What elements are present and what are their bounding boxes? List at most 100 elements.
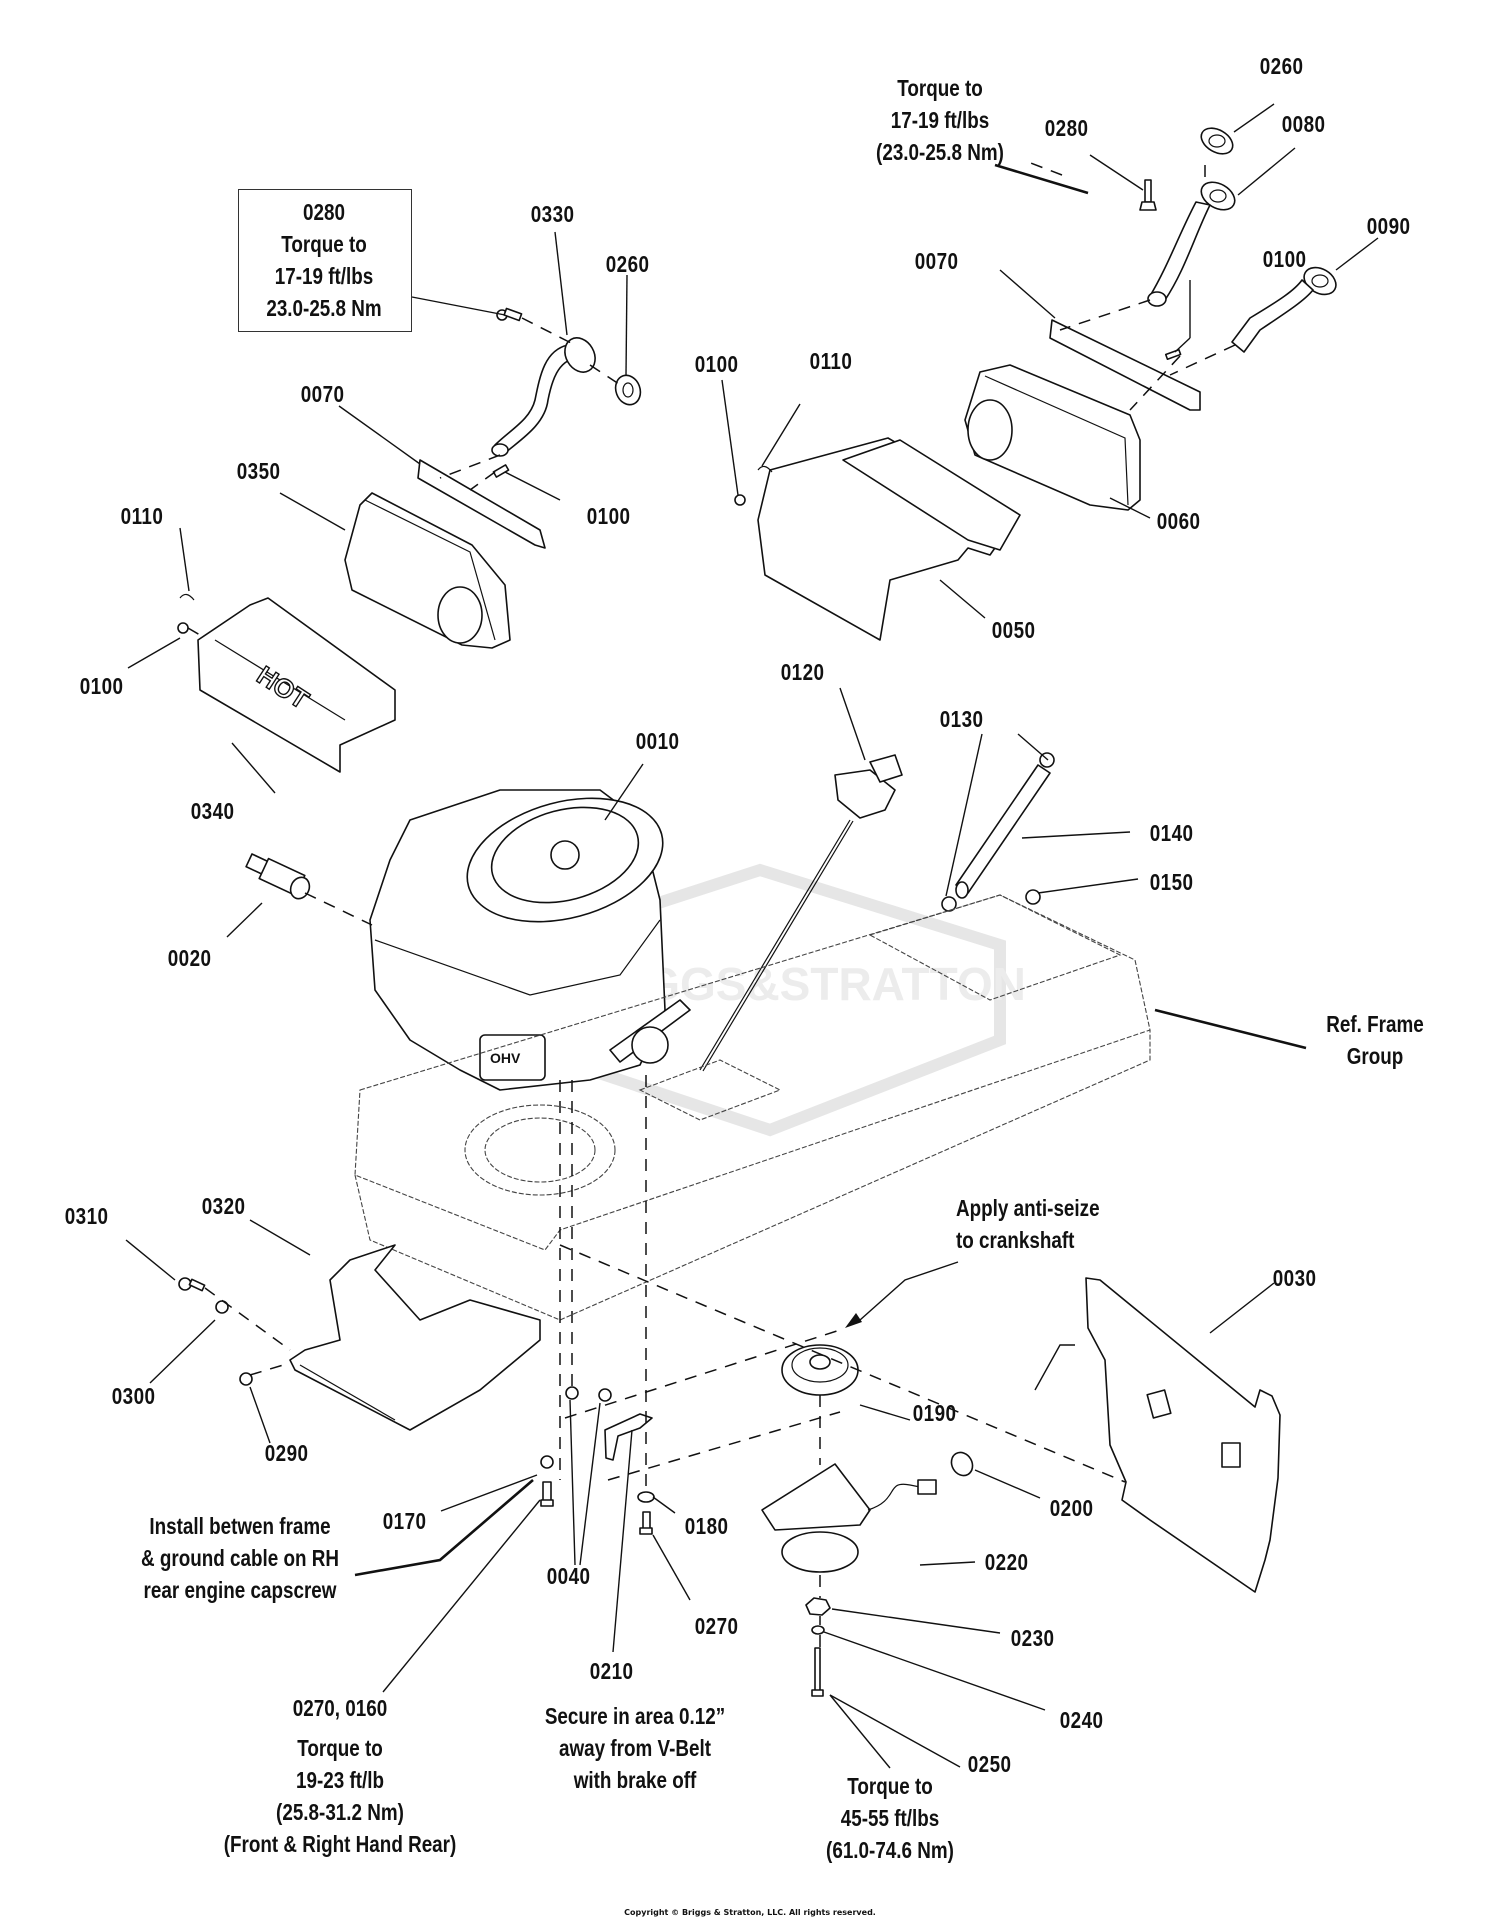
engine-0010: OHV	[369, 789, 691, 1091]
torque-box-part: 0280	[303, 199, 345, 225]
callout-0350: 0350	[236, 458, 281, 484]
callout-0040: 0040	[546, 1563, 591, 1589]
top-torque-line-2: 17-19 ft/lbs	[890, 107, 990, 133]
hex-adapter-0230	[805, 1597, 831, 1616]
bolts-0040	[565, 1386, 612, 1402]
torque-note-box-0280-text: 0280 Torque to 17-19 ft/lbs 23.0-25.8 Nm	[253, 196, 394, 324]
bracket-0070-left	[417, 459, 546, 549]
leader-lines	[125, 103, 1379, 1769]
muffler-0350	[344, 492, 511, 649]
top-torque-line-3: (23.0-25.8 Nm)	[876, 139, 1004, 165]
bolt-0100-right-shield	[734, 494, 746, 506]
clip-0110-left	[179, 593, 195, 601]
clamp-0150	[1025, 889, 1041, 905]
callout-0100-left-shield: 0100	[79, 673, 124, 699]
bracket-0320	[289, 1244, 541, 1431]
capscrew-parts-label: 0270, 0160	[292, 1695, 388, 1721]
capscrew-note: 0270, 0160 Torque to 19-23 ft/lb (25.8-3…	[217, 1692, 463, 1860]
callout-0110-right: 0110	[809, 348, 853, 374]
callout-0270: 0270	[694, 1613, 739, 1639]
callout-0260-right: 0260	[1259, 53, 1304, 79]
bolt-0100-left-shield	[177, 622, 189, 634]
washer-0180	[637, 1491, 655, 1503]
secure-area-line-2: away from V-Belt	[559, 1735, 711, 1761]
capscrew-0270	[639, 1511, 653, 1535]
callout-0060: 0060	[1156, 508, 1201, 534]
bolt-0280-right	[1139, 179, 1157, 211]
assembly-lines	[187, 161, 1236, 1647]
washer-0240	[811, 1625, 825, 1635]
install-between-line-3: rear engine capscrew	[143, 1577, 337, 1603]
bracket-0070-right	[1049, 319, 1201, 411]
callout-0250: 0250	[967, 1751, 1012, 1777]
shield-0030	[1085, 1277, 1281, 1593]
exhaust-pipe-0080	[1147, 181, 1236, 307]
bolt-0280-left	[496, 307, 523, 322]
capscrew-torque-line-2: 19-23 ft/lb	[295, 1767, 385, 1793]
callout-0230: 0230	[1010, 1625, 1055, 1651]
bolt-0250	[811, 1647, 824, 1697]
callout-0170: 0170	[382, 1508, 427, 1534]
callout-0010: 0010	[635, 728, 680, 754]
callout-0120: 0120	[780, 659, 825, 685]
callout-0320: 0320	[201, 1193, 246, 1219]
callout-0220: 0220	[984, 1549, 1029, 1575]
ref-frame-line-1: Ref. Frame	[1326, 1011, 1424, 1037]
ohv-badge-text: OHV	[490, 1050, 521, 1066]
install-between-note: Install betwen frame & ground cable on R…	[125, 1510, 355, 1606]
callout-0240: 0240	[1059, 1707, 1104, 1733]
secure-area-line-1: Secure in area 0.12”	[544, 1703, 726, 1729]
ref-frame-line-2: Group	[1346, 1043, 1404, 1069]
clip-0110-right	[757, 465, 773, 473]
callout-0150: 0150	[1149, 869, 1194, 895]
callout-0180: 0180	[684, 1513, 729, 1539]
callout-0070-left: 0070	[300, 381, 345, 407]
nut-0290	[239, 1372, 253, 1386]
copyright-notice: Copyright © Briggs & Stratton, LLC. All …	[624, 1908, 876, 1917]
callout-0210: 0210	[589, 1658, 634, 1684]
callout-0330: 0330	[530, 201, 575, 227]
hose-0140	[955, 764, 1051, 899]
callout-0290: 0290	[264, 1440, 309, 1466]
callout-0080: 0080	[1281, 111, 1326, 137]
pulley-0190	[781, 1344, 859, 1396]
callout-0070-right: 0070	[914, 248, 959, 274]
gasket-0260-right	[1200, 127, 1234, 155]
anti-seize-line-2: to crankshaft	[956, 1227, 1075, 1253]
capscrew-0270-0160	[540, 1481, 554, 1507]
callout-0100-right-shield: 0100	[694, 351, 739, 377]
torque-box-line-1: Torque to	[281, 231, 367, 257]
heat-shield-0340-hot: HOT	[197, 597, 396, 773]
torque-box-line-3: 23.0-25.8 Nm	[266, 295, 382, 321]
callout-0140: 0140	[1149, 820, 1194, 846]
callout-0280-right: 0280	[1044, 115, 1089, 141]
callout-0090: 0090	[1366, 213, 1411, 239]
callout-0260-left: 0260	[605, 251, 650, 277]
callout-0050: 0050	[991, 617, 1036, 643]
bolt-0100-left	[492, 464, 510, 478]
torque-box-line-2: 17-19 ft/lbs	[274, 263, 374, 289]
anti-seize-note: Apply anti-seize to crankshaft	[956, 1192, 1100, 1256]
callout-0030: 0030	[1272, 1265, 1317, 1291]
heat-shield-0050	[757, 437, 1021, 641]
callout-0100-right: 0100	[1262, 246, 1307, 272]
callout-0300: 0300	[111, 1383, 156, 1409]
ref-frame-group-note: Ref. Frame Group	[1314, 1008, 1437, 1072]
clutch-torque-line-3: (61.0-74.6 Nm)	[826, 1837, 954, 1863]
install-between-line-1: Install betwen frame	[149, 1513, 331, 1539]
callout-0190: 0190	[912, 1400, 957, 1426]
callout-0200: 0200	[1049, 1495, 1094, 1521]
fitting-0020	[245, 853, 311, 900]
cable-tie-0200	[950, 1451, 974, 1477]
capscrew-torque-line-3: (25.8-31.2 Nm)	[276, 1799, 404, 1825]
top-torque-note: Torque to 17-19 ft/lbs (23.0-25.8 Nm)	[874, 72, 1005, 168]
install-between-line-2: & ground cable on RH	[140, 1545, 340, 1571]
pto-clutch-0220	[761, 1463, 937, 1573]
callout-0310: 0310	[64, 1203, 109, 1229]
callout-0340: 0340	[190, 798, 235, 824]
bolt-0310	[178, 1277, 206, 1292]
callout-0110-left: 0110	[120, 503, 164, 529]
callout-0100-left: 0100	[586, 503, 631, 529]
capscrew-torque-line-1: Torque to	[297, 1735, 383, 1761]
